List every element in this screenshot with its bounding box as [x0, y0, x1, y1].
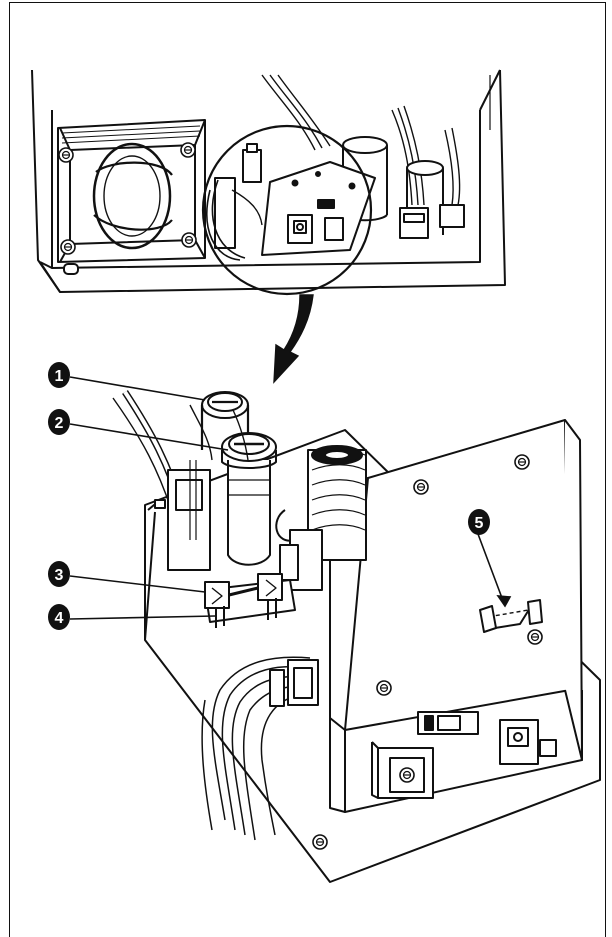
callout-3: 3 — [48, 561, 70, 587]
fuse-clip-assembly — [204, 573, 296, 628]
fuse-board-detail — [112, 390, 601, 883]
fuse-holder-2 — [221, 432, 277, 566]
svg-text:2: 2 — [55, 415, 64, 432]
magnifier-circle — [201, 124, 373, 296]
svg-text:3: 3 — [55, 567, 64, 584]
leader-lines — [69, 376, 512, 620]
callout-1: 1 — [48, 362, 70, 388]
svg-text:4: 4 — [55, 610, 64, 627]
svg-text:5: 5 — [475, 515, 484, 532]
fuse-board-top — [261, 161, 376, 256]
inductor — [307, 445, 367, 561]
callout-4: 4 — [48, 604, 70, 630]
zoom-arrow — [273, 294, 314, 384]
figure-frame — [9, 2, 606, 937]
svg-text:1: 1 — [55, 368, 64, 385]
control-box-top-view — [31, 69, 506, 293]
callout-5: 5 — [468, 509, 490, 535]
callout-2: 2 — [48, 409, 70, 435]
transformer — [57, 119, 206, 263]
